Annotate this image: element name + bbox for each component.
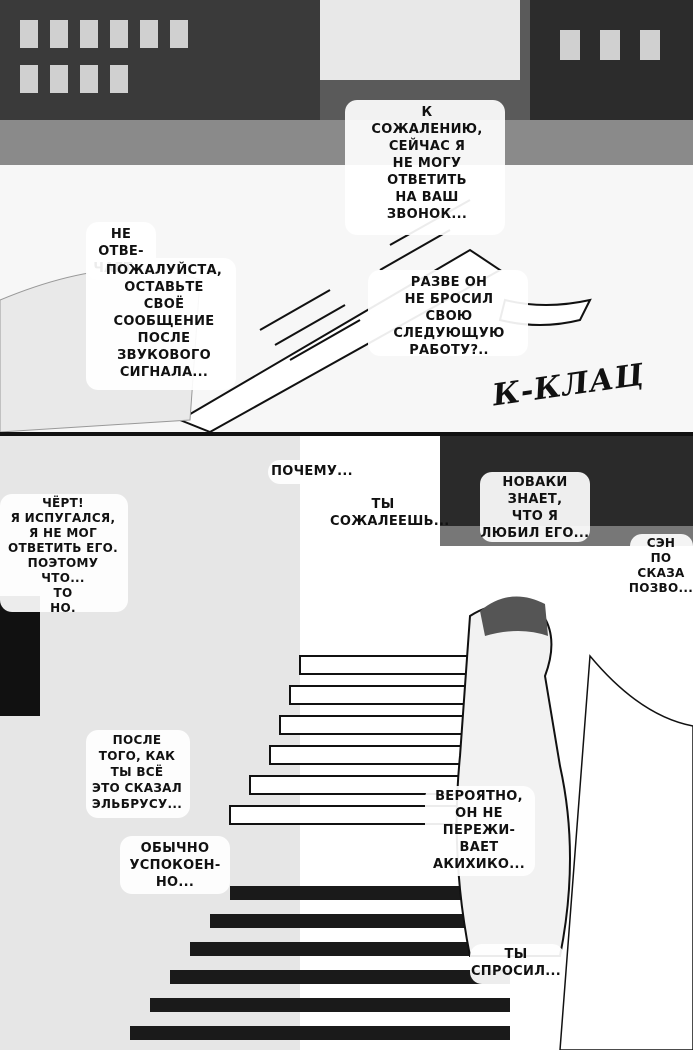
top-dialogue-3: ПОЖАЛУЙСТА, ОСТАВЬТЕ СВОЁ СООБЩЕНИЕ ПОСЛ… <box>105 263 223 380</box>
bottom-dialogue-2: ЧЁРТ! Я ИСПУГАЛСЯ, Я НЕ МОГ ОТВЕТИТЬ ЕГО… <box>8 496 118 615</box>
panel-divider <box>0 432 693 436</box>
bottom-dialogue-3: ТЫ СОЖАЛЕЕШЬ... <box>330 497 450 529</box>
bottom-dialogue-1: ПОЧЕМУ... <box>271 464 353 479</box>
top-dialogue-4: РАЗВЕ ОН НЕ БРОСИЛ СВОЮ СЛЕДУЮЩУЮ РАБОТУ… <box>393 275 505 358</box>
top-dialogue-1: К СОЖАЛЕНИЮ, СЕЙЧАС Я НЕ МОГУ ОТВЕТИТЬ Н… <box>371 105 483 222</box>
bottom-dialogue-8: ОБЫЧНО УСПОКОЕН- НО... <box>129 841 221 890</box>
bottom-panel: ПОЧЕМУ... ЧЁРТ! Я ИСПУГАЛСЯ, Я НЕ МОГ ОТ… <box>0 436 693 1050</box>
bottom-dialogue-5: СЭН ПО СКАЗА ПОЗВО... <box>628 536 693 595</box>
bottom-dialogue-6: ПОСЛЕ ТОГО, КАК ТЫ ВСЁ ЭТО СКАЗАЛ ЭЛЬБРУ… <box>91 733 183 811</box>
top-panel: К СОЖАЛЕНИЮ, СЕЙЧАС Я НЕ МОГУ ОТВЕТИТЬ Н… <box>0 0 693 432</box>
bottom-panel-art <box>0 436 693 1050</box>
bottom-dialogue-7: ВЕРОЯТНО, ОН НЕ ПЕРЕЖИ- ВАЕТ АКИХИКО... <box>433 789 525 872</box>
bottom-dialogue-9: ТЫ СПРОСИЛ... <box>470 947 562 979</box>
bottom-dialogue-4: НОВАКИ ЗНАЕТ, ЧТО Я ЛЮБИЛ ЕГО... <box>480 475 590 541</box>
